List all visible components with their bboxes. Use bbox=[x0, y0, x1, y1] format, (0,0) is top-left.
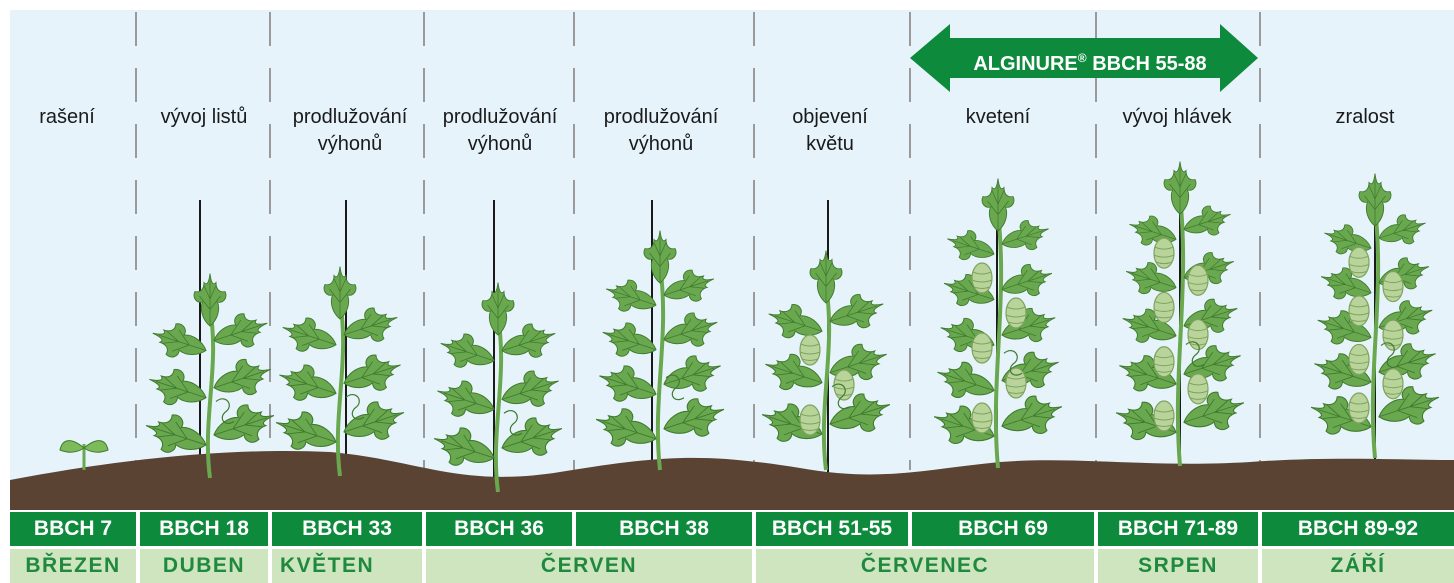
hop-plant-9 bbox=[1304, 173, 1446, 459]
month-row: BŘEZEN DUBEN KVĚTEN ČERVEN ČERVENEC SRPE… bbox=[0, 549, 1454, 583]
month-cell-cerven: ČERVEN bbox=[426, 549, 752, 583]
hop-plant-4 bbox=[427, 282, 569, 493]
stage-label-9: zralost bbox=[1335, 106, 1395, 128]
bbch-cell-8: BBCH 71-89 bbox=[1098, 512, 1258, 546]
month-cell-srpen: SRPEN bbox=[1098, 549, 1258, 583]
bbch-cell-3: BBCH 33 bbox=[272, 512, 422, 546]
banner-brand: ALGINURE bbox=[973, 53, 1078, 75]
soil bbox=[10, 450, 1454, 510]
bbch-cell-9: BBCH 89-92 bbox=[1262, 512, 1454, 546]
stage-label-4: prodlužování výhonů bbox=[442, 106, 558, 155]
month-cell-duben: DUBEN bbox=[140, 549, 268, 583]
registered-mark: ® bbox=[1077, 51, 1087, 65]
stage-label-5: prodlužování výhonů bbox=[603, 106, 719, 155]
stage-dividers bbox=[135, 12, 1261, 470]
hop-plant-1 bbox=[59, 440, 109, 470]
month-cell-kveten: KVĚTEN bbox=[272, 549, 422, 583]
bbch-cell-2: BBCH 18 bbox=[140, 512, 268, 546]
stage-label-2: vývoj listů bbox=[160, 106, 248, 128]
bbch-cell-1: BBCH 7 bbox=[10, 512, 136, 546]
stage-label-3: prodlužování výhonů bbox=[292, 106, 408, 155]
alginure-banner-label: ALGINURE® BBCH 55-88 bbox=[930, 38, 1250, 78]
hop-plants bbox=[59, 161, 1446, 493]
hop-plant-5 bbox=[589, 230, 731, 471]
hop-plant-3 bbox=[269, 266, 411, 477]
stage-label-6: objevení květu bbox=[792, 106, 868, 155]
banner-range: BBCH 55-88 bbox=[1092, 53, 1207, 75]
hop-plant-2 bbox=[139, 273, 281, 479]
alginure-banner-arrow bbox=[910, 24, 1258, 92]
stage-label-1: rašení bbox=[39, 106, 95, 128]
stage-label-7: kvetení bbox=[965, 106, 1031, 128]
hop-plant-7 bbox=[927, 178, 1069, 469]
month-cell-cervenec: ČERVENEC bbox=[756, 549, 1094, 583]
bbch-cell-5: BBCH 38 bbox=[576, 512, 752, 546]
month-cell-zari: ZÁŘÍ bbox=[1262, 549, 1454, 583]
bbch-cell-4: BBCH 36 bbox=[426, 512, 572, 546]
bbch-cell-7: BBCH 69 bbox=[912, 512, 1094, 546]
bbch-cell-6: BBCH 51-55 bbox=[756, 512, 908, 546]
month-cell-brezen: BŘEZEN bbox=[10, 549, 136, 583]
stage-label-8: vývoj hlávek bbox=[1122, 106, 1232, 128]
hop-plant-8 bbox=[1109, 161, 1251, 467]
bbch-code-row: BBCH 7 BBCH 18 BBCH 33 BBCH 36 BBCH 38 B… bbox=[0, 512, 1454, 546]
hop-plant-6 bbox=[755, 250, 897, 471]
